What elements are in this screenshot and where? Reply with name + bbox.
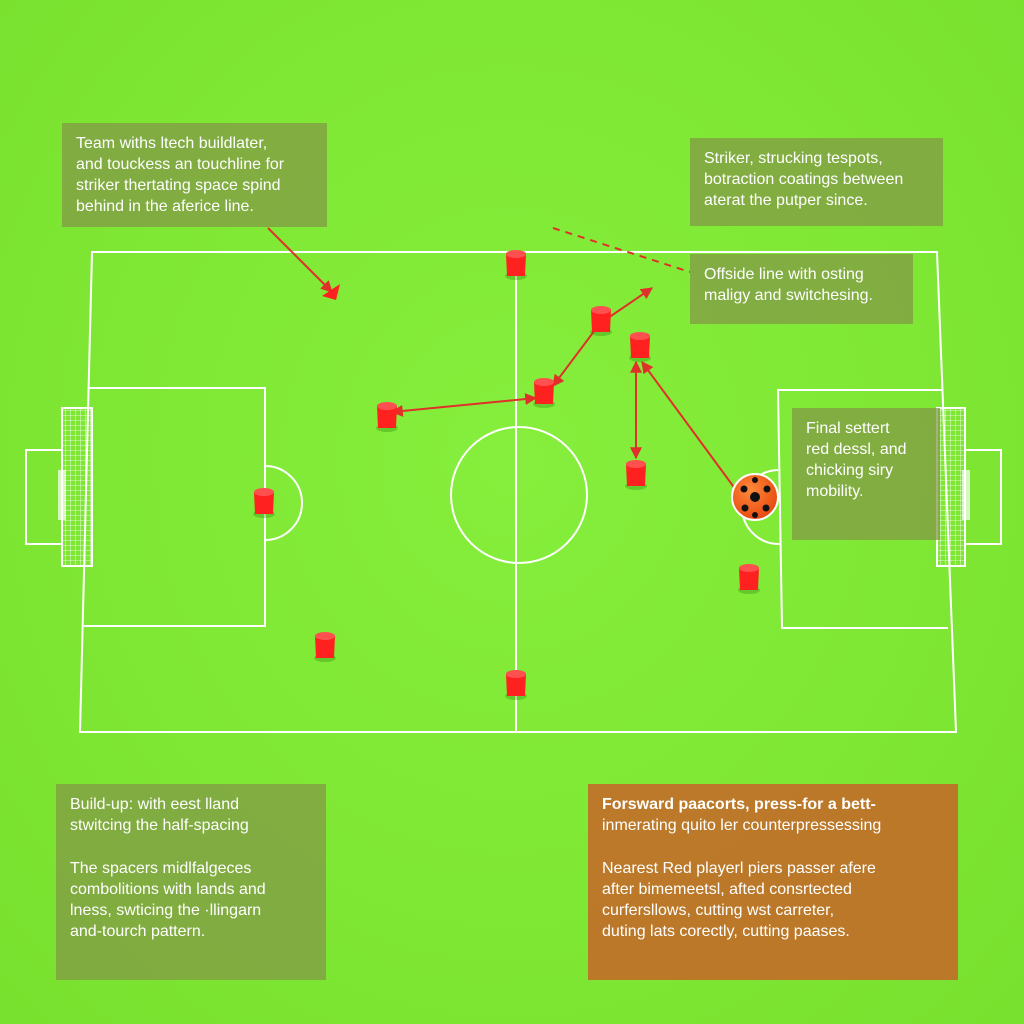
right-goal-net-icon <box>936 407 970 567</box>
player-cone-icon <box>376 402 398 432</box>
note-build-up-phase: Build-up: with eest lland stwitcing the … <box>56 784 326 980</box>
left-penalty-arc <box>264 465 303 541</box>
red-players <box>253 250 760 700</box>
note-line: The spacers midlfalgeces <box>70 860 252 877</box>
center-circle <box>450 426 588 564</box>
note-line: behind in the aferice line. <box>76 198 254 215</box>
note-line: curfersllows, cutting wst carreter, <box>602 902 835 919</box>
player-cone-icon <box>590 306 612 336</box>
player-cone-icon <box>625 460 647 490</box>
note-striker: Striker, strucking tespots, botraction c… <box>690 138 943 226</box>
player-cone-icon <box>314 632 336 662</box>
player-cone-icon <box>738 564 760 594</box>
note-line: duting lats corectly, cutting paases. <box>602 923 850 940</box>
right-penalty-box <box>776 389 948 629</box>
note-line: Striker, strucking tespots, <box>704 150 883 167</box>
right-goal-area <box>965 449 1002 545</box>
note-final-third: Final settert red dessl, and chicking si… <box>792 408 940 540</box>
note-line: chicking siry <box>806 462 894 479</box>
run-arrow-upfield <box>607 287 653 319</box>
note-pointer-arrow <box>267 227 333 293</box>
note-line: maligy and switchesing. <box>704 287 873 304</box>
note-heading-line: Forsward paacorts, press-for a bett- <box>602 796 876 813</box>
note-line: after bimemeetsl, afted consrtected <box>602 881 852 898</box>
left-goal-net-icon <box>58 407 93 567</box>
target-marker-icon <box>322 284 340 300</box>
football-icon <box>731 473 779 521</box>
note-line: red dessl, and <box>806 441 907 458</box>
run-arrow-to-ball <box>641 361 737 491</box>
offside-dashed-line <box>552 227 691 273</box>
note-line: aterat the putper since. <box>704 192 868 209</box>
note-heading-line: inmerating quito ler counterpressessing <box>602 817 882 834</box>
note-line: botraction coatings between <box>704 171 904 188</box>
player-cone-icon <box>253 488 275 518</box>
note-team-buildup: Team withs ltech buildlater, and touckes… <box>62 123 327 227</box>
note-line: Team withs ltech buildlater, <box>76 135 268 152</box>
note-line: lness, swticing the ·llingarn <box>70 902 262 919</box>
note-line: Nearest Red playerl piers passer afere <box>602 860 876 877</box>
note-line: and touckess an touchline for <box>76 156 285 173</box>
movement-arrows <box>267 227 737 491</box>
pitch-markings <box>25 251 1002 733</box>
note-heading-line: Build-up: with eest lland <box>70 796 239 813</box>
run-arrow-diagonal <box>552 325 599 387</box>
note-offside-line: Offside line with osting maligy and swit… <box>690 254 913 324</box>
note-counterpressing: Forsward paacorts, press-for a bett- inm… <box>588 784 958 980</box>
note-line: Offside line with osting <box>704 266 864 283</box>
note-line: mobility. <box>806 483 864 500</box>
left-goal-area <box>25 449 62 545</box>
note-line: and-tourch pattern. <box>70 923 206 940</box>
left-penalty-box <box>84 387 266 627</box>
player-cone-icon <box>505 250 527 280</box>
player-cone-icon <box>533 378 555 408</box>
note-heading-line: stwitcing the half-spacing <box>70 817 249 834</box>
note-line: combolitions with lands and <box>70 881 266 898</box>
note-line: Final settert <box>806 420 890 437</box>
player-cone-icon <box>505 670 527 700</box>
player-cone-icon <box>629 332 651 362</box>
note-line: striker thertating space spind <box>76 177 281 194</box>
pass-arrow-left <box>390 393 538 417</box>
pitch-outline <box>78 251 958 733</box>
